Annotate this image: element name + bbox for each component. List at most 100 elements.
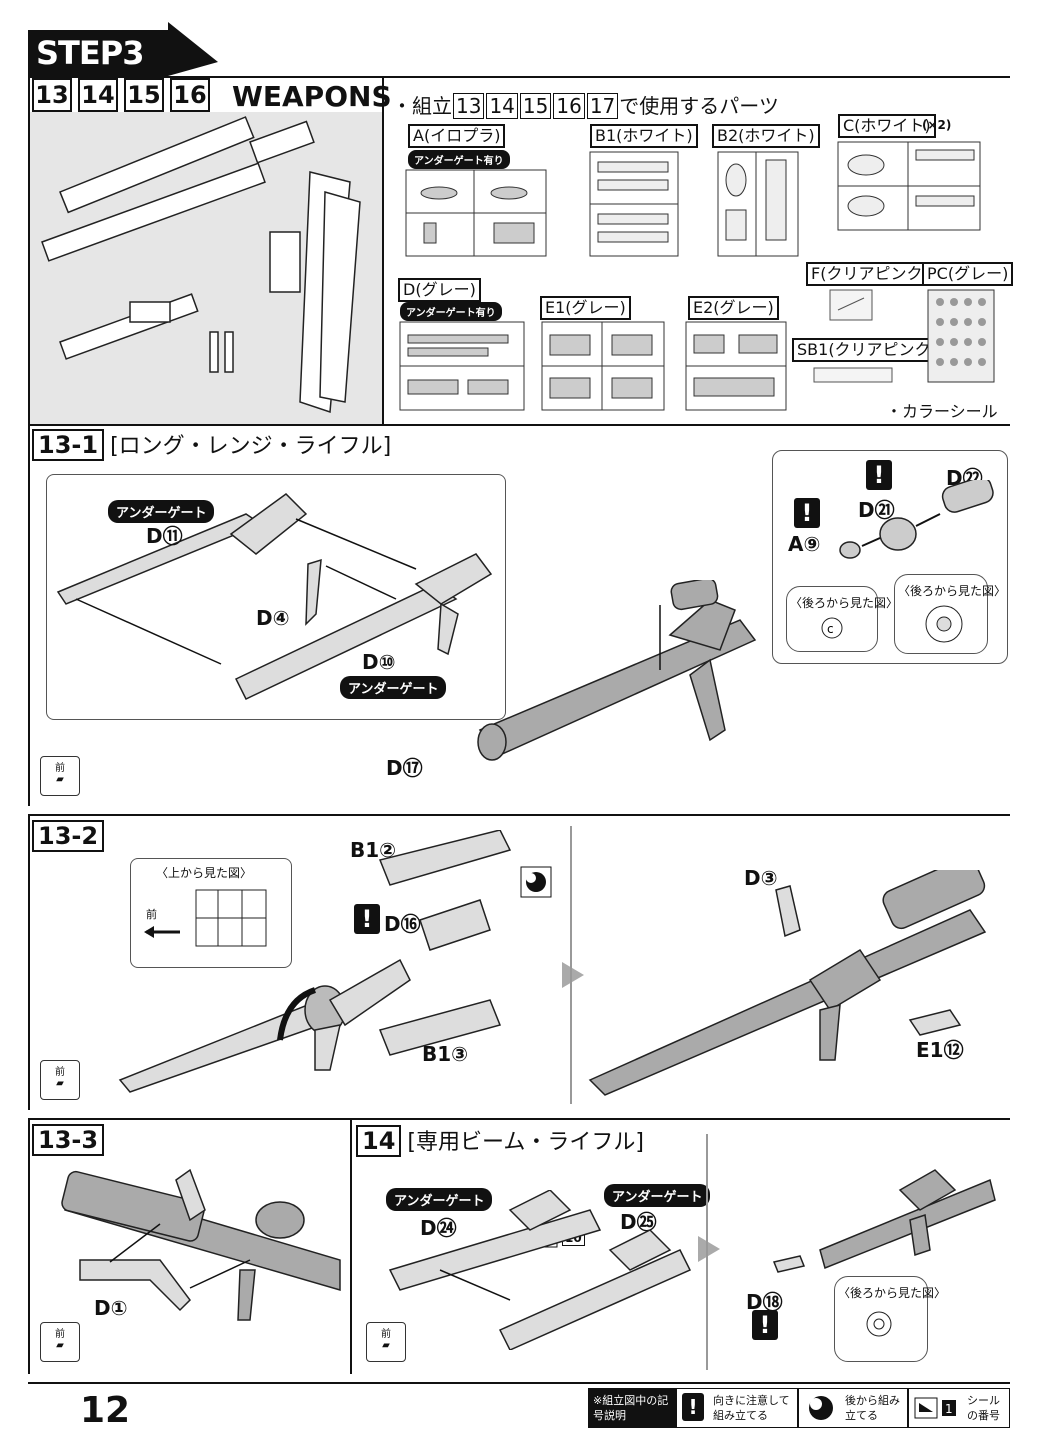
s13-2-assemble-later-icon <box>520 866 552 898</box>
step-14-heading: 14[専用ビーム・ライフル] <box>356 1124 644 1157</box>
runner-d-undergate-tag: アンダーゲート有り <box>400 302 502 321</box>
s13-1-detail-drawing <box>56 493 493 700</box>
runner-sb1-image <box>813 367 893 383</box>
part-d10: D⑩ <box>362 650 396 674</box>
s14-undergate-tag-1: アンダーゲート <box>386 1188 493 1211</box>
part-d11: D⑪ <box>146 524 183 548</box>
section-rule-2 <box>28 814 1010 816</box>
s14-front-icon: 前▰ <box>366 1322 406 1362</box>
assembly-number-16: 16 <box>170 78 210 112</box>
runner-label-b1: B1(ホワイト) <box>590 124 698 148</box>
runner-pc-image <box>927 289 995 383</box>
runner-c-count: (×2) <box>922 118 952 132</box>
runner-label-sb1: SB1(クリアピンク) <box>792 338 942 362</box>
left-rule <box>28 76 30 426</box>
part-d3: D③ <box>744 866 778 890</box>
s13-3-drawing <box>61 1168 341 1321</box>
section-rule-3 <box>28 1118 1010 1120</box>
divider-rule <box>382 76 384 426</box>
intro-num-15: 15 <box>519 93 552 119</box>
runner-d-image <box>399 321 525 411</box>
s13-1-detail-box <box>46 474 506 720</box>
s14-warn-icon: ! <box>752 1310 778 1340</box>
s13-2-front-label: 前 <box>146 908 157 921</box>
s13-2-topview-image <box>144 889 267 947</box>
runner-f-image <box>829 289 873 321</box>
s13-1-undergate-tag-1: アンダーゲート <box>108 500 215 523</box>
s13-1-backview-1-image: c <box>821 617 843 639</box>
step-13-1-title: [ロング・レンジ・ライフル] <box>110 434 392 459</box>
runner-label-a: A(イロプラ) <box>408 124 506 148</box>
s13-2-front-btn-label: 前 <box>55 1067 65 1078</box>
part-a9: A⑨ <box>788 532 821 556</box>
part-d16: D⑯ <box>384 912 421 936</box>
s13-1-zoom-parts <box>839 480 994 559</box>
s13-1-left-rule <box>28 424 30 806</box>
s13-1-front-label: 前 <box>55 763 65 774</box>
intro-num-16: 16 <box>553 93 585 119</box>
s13-1-warn-icon-a9: ! <box>794 498 820 528</box>
legend-item-sticker: シールの番号 <box>908 1388 1010 1428</box>
step-13-1-num: 13-1 <box>32 429 105 461</box>
step-banner <box>28 22 218 76</box>
s13-2-right-drawing <box>588 870 987 1096</box>
section-title: WEAPONS <box>232 80 392 113</box>
step-13-2-heading: 13-2 <box>32 820 110 852</box>
runner-label-d: D(グレー) <box>398 278 481 302</box>
s13-1-rifle-drawing <box>477 580 757 761</box>
runner-label-b2: B2(ホワイト) <box>712 124 820 148</box>
parts-intro-prefix: ・組立 <box>392 94 452 118</box>
legend-warn-icon: ! <box>682 1393 704 1421</box>
part-d4: D④ <box>256 606 290 630</box>
svg-text:c: c <box>827 622 834 636</box>
intro-num-17: 17 <box>586 93 619 119</box>
step-label: STEP3 <box>36 34 144 72</box>
s13-2-left-drawing <box>118 830 512 1093</box>
part-b1-3: B1③ <box>422 1042 469 1066</box>
s13-1-backview-caption-2: 〈後ろから見た図〉 <box>898 584 1007 598</box>
s13-1-backview-box-2 <box>894 574 988 654</box>
runner-b1-image <box>589 151 679 257</box>
runner-e2-image <box>685 321 787 411</box>
runner-e1-image <box>541 321 665 411</box>
s13-3-front-icon: 前▰ <box>40 1322 80 1362</box>
parts-intro-suffix: で使用するパーツ <box>619 94 779 118</box>
runner-b2-image <box>717 151 799 257</box>
step-13-2-num: 13-2 <box>32 820 105 852</box>
runner-label-c: C(ホワイト) <box>838 114 936 138</box>
legend-item-orientation: 向きに注意して組み立てる <box>676 1388 798 1428</box>
s14-backview-image <box>866 1311 892 1337</box>
part-d17: D⑰ <box>386 756 423 780</box>
s14-undergate-tag-2: アンダーゲート <box>604 1184 711 1207</box>
step-13-1-heading: 13-1[ロング・レンジ・ライフル] <box>32 428 391 461</box>
s13-2-warn-icon: ! <box>354 904 380 934</box>
s13-1-backview-2-image <box>925 605 963 643</box>
svg-text:1: 1 <box>945 1402 953 1416</box>
s13-1-zoom-box <box>772 450 1008 664</box>
runner-a-image <box>405 169 547 257</box>
runner-label-f: F(クリアピンク) <box>806 262 934 286</box>
section-rule-1 <box>28 424 1010 426</box>
assembly-number-14: 14 <box>78 78 118 112</box>
s13-3-front-label: 前 <box>55 1329 65 1340</box>
assembly-number-13: 13 <box>32 78 72 112</box>
s14-left-drawing <box>388 1190 692 1350</box>
weapons-overview-image <box>30 112 382 424</box>
s13-1-front-icon: 前▰ <box>40 756 80 796</box>
step-13-3-num: 13-3 <box>32 1124 105 1156</box>
runner-c-image <box>837 141 981 231</box>
runner-label-pc: PC(グレー) <box>922 262 1014 286</box>
s14-right-drawing <box>772 1169 996 1273</box>
legend-item-later: 後から組み立てる <box>798 1388 908 1428</box>
step-14-title: [専用ビーム・ライフル] <box>407 1130 644 1155</box>
s13-2-divider <box>570 826 572 1104</box>
s14-backview-caption: 〈後ろから見た図〉 <box>838 1286 947 1300</box>
footer-rule <box>28 1382 1010 1384</box>
s13-1-backview-caption-1: 〈後ろから見た図〉 <box>790 596 899 610</box>
step-13-3-heading: 13-3 <box>32 1124 110 1156</box>
page-number: 12 <box>80 1390 131 1431</box>
s13-1-backview-box-1 <box>786 586 878 652</box>
intro-num-13: 13 <box>453 93 485 119</box>
s13-2-step-arrow <box>562 962 584 988</box>
